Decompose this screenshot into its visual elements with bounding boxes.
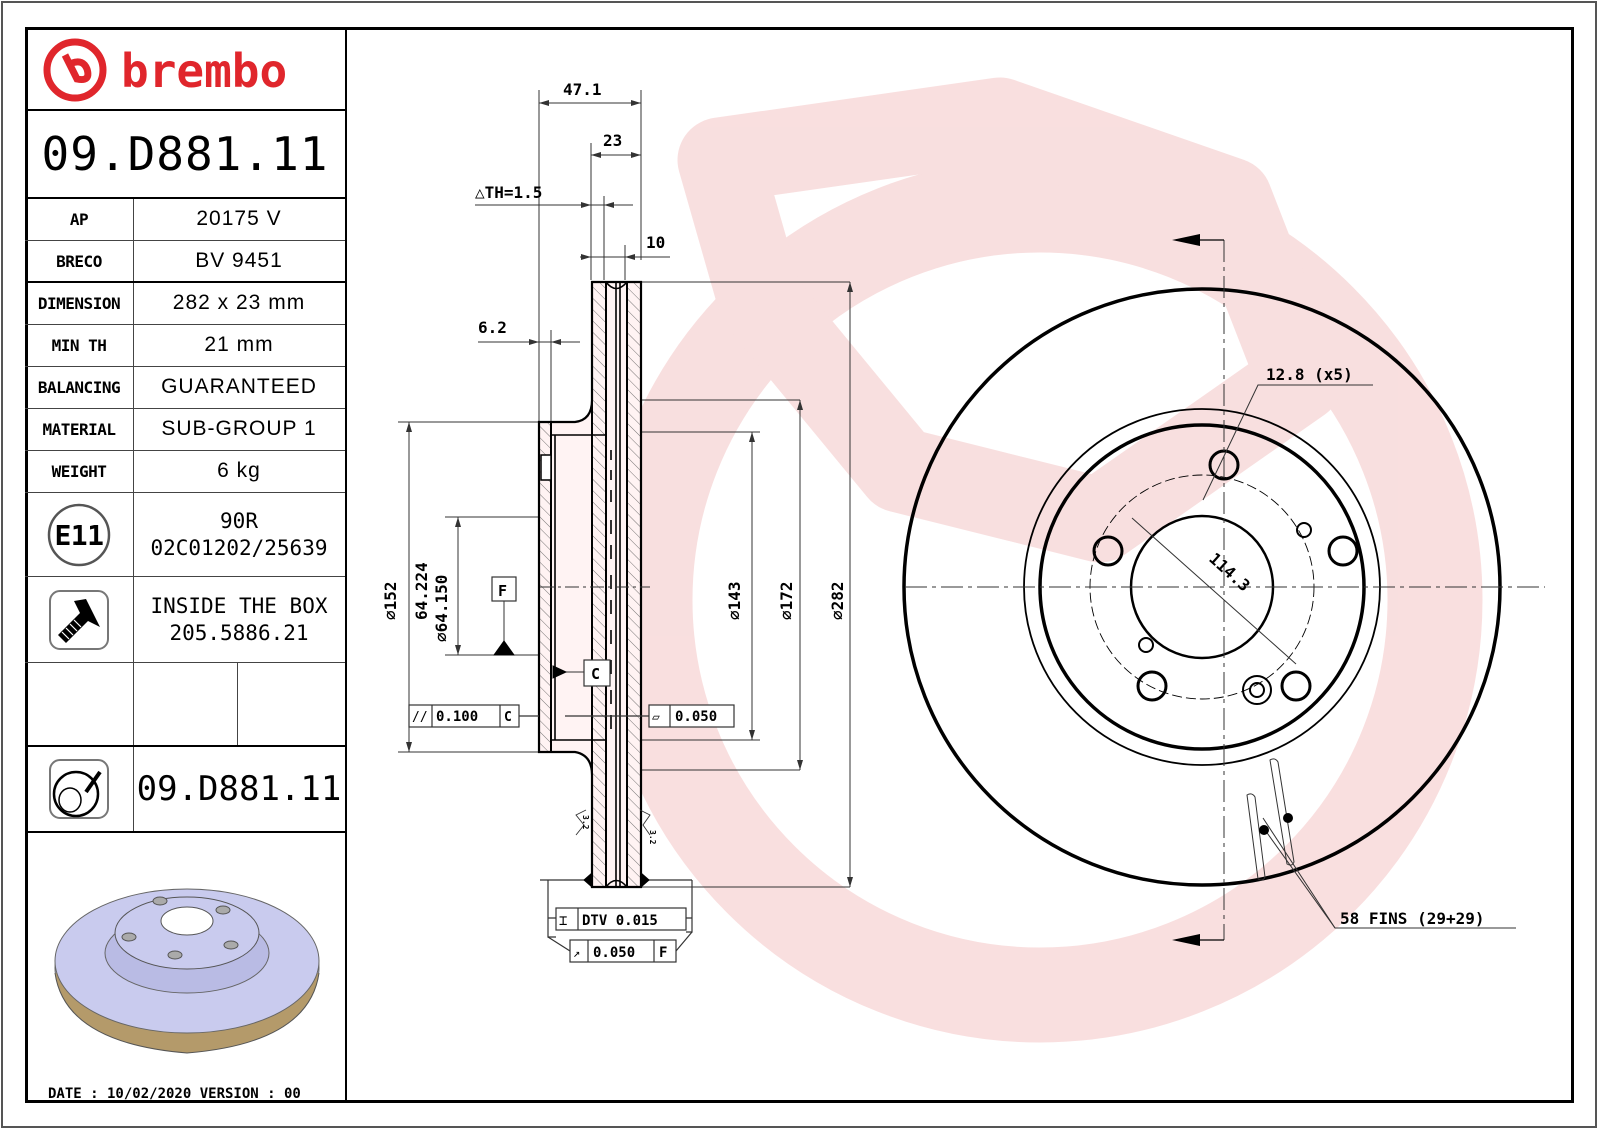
empty-cell: [25, 663, 134, 745]
svg-text:3.2: 3.2: [581, 815, 590, 830]
spec-label: DIMENSION: [25, 283, 134, 324]
brand-row: brembo: [25, 27, 345, 111]
drawing-border: [25, 27, 1574, 1103]
svg-text:0.100: 0.100: [436, 709, 478, 725]
svg-text:⌀282: ⌀282: [828, 581, 847, 620]
disc-part-number: 09.D881.11: [136, 768, 342, 809]
svg-text:DTV 0.015: DTV 0.015: [582, 913, 658, 929]
svg-text:△TH=1.5: △TH=1.5: [475, 183, 542, 202]
svg-text:64.224: 64.224: [412, 562, 431, 620]
disc-pn-row: 09.D881.11: [25, 747, 345, 833]
screws-row: INSIDE THE BOX 205.5886.21: [25, 577, 345, 663]
part-number-row: 09.D881.11: [25, 111, 345, 199]
approval-line1: 90R: [220, 509, 258, 534]
spec-value: BV 9451: [195, 248, 283, 272]
svg-text:⌀152: ⌀152: [381, 581, 400, 620]
svg-text://: //: [412, 710, 428, 725]
spec-value: 21 mm: [204, 333, 274, 357]
svg-text:E11: E11: [54, 519, 103, 552]
spec-label: AP: [25, 199, 134, 240]
svg-text:58 FINS (29+29): 58 FINS (29+29): [1340, 909, 1485, 928]
spec-value: GUARANTEED: [161, 375, 317, 399]
spec-label: MATERIAL: [25, 409, 134, 450]
svg-text:C: C: [591, 665, 600, 683]
spec-row-ap: AP 20175 V: [25, 199, 345, 241]
svg-text:12.8 (x5): 12.8 (x5): [1266, 365, 1353, 384]
section-dimension-labels: 47.1 23 △TH=1.5 10 6.2 ⌀152 64.224 ⌀64.1…: [381, 80, 847, 961]
svg-text:47.1: 47.1: [563, 80, 602, 99]
brake-disc-icon: [49, 759, 109, 819]
approval-icon-cell: E11: [25, 493, 134, 576]
screws-line2: 205.5886.21: [169, 620, 309, 645]
screws-line1: INSIDE THE BOX: [150, 594, 328, 619]
screws-text: INSIDE THE BOX 205.5886.21: [133, 577, 345, 662]
svg-text:⌀172: ⌀172: [777, 581, 796, 620]
screw-icon: [49, 589, 109, 650]
svg-text:3.2: 3.2: [648, 830, 657, 845]
spec-label: MIN TH: [25, 325, 134, 366]
spec-value: 6 kg: [217, 459, 261, 483]
svg-text:F: F: [498, 582, 507, 600]
spec-row-material: MATERIAL SUB-GROUP 1: [25, 409, 345, 451]
front-view: [902, 234, 1545, 946]
spec-row-balancing: BALANCING GUARANTEED: [25, 367, 345, 409]
spec-value: 20175 V: [196, 207, 282, 231]
spec-label: WEIGHT: [25, 451, 134, 492]
approval-row: E11 90R 02C01202/25639: [25, 493, 345, 577]
svg-text:C: C: [504, 710, 512, 725]
spec-row-min-th: MIN TH 21 mm: [25, 325, 345, 367]
spec-value: SUB-GROUP 1: [161, 417, 317, 441]
title-block: brembo 09.D881.11 AP 20175 V BRECO BV 94…: [25, 27, 347, 1103]
e11-approval-icon: E11: [47, 503, 111, 566]
section-view: [398, 90, 853, 963]
svg-text:23: 23: [603, 131, 622, 150]
svg-text:10: 10: [646, 233, 665, 252]
svg-text:F: F: [659, 945, 667, 961]
empty-row: [25, 663, 345, 747]
part-number: 09.D881.11: [41, 127, 329, 181]
spec-label: BRECO: [25, 241, 134, 281]
empty-cell-divider: [237, 663, 238, 745]
svg-text:▱: ▱: [652, 710, 660, 725]
spec-label: BALANCING: [25, 367, 134, 408]
screw-icon-cell: [25, 577, 134, 662]
spec-row-breco: BRECO BV 9451: [25, 241, 345, 283]
svg-text:6.2: 6.2: [478, 318, 507, 337]
svg-text:brembo: brembo: [121, 44, 287, 98]
brembo-watermark-icon: [597, 77, 1483, 1043]
svg-text:⌀64.150: ⌀64.150: [432, 575, 451, 642]
spec-row-weight: WEIGHT 6 kg: [25, 451, 345, 493]
disc-render: [25, 833, 345, 1103]
approval-line2: 02C01202/25639: [150, 535, 328, 560]
disc-3d-image: [54, 888, 320, 1054]
brembo-logo: brembo: [43, 38, 287, 102]
svg-text:↗: ↗: [573, 946, 580, 960]
svg-text:⌀143: ⌀143: [725, 581, 744, 620]
svg-text:⌶: ⌶: [559, 913, 567, 929]
footer-date-version: DATE : 10/02/2020 VERSION : 00: [48, 1086, 301, 1102]
spec-row-dimension: DIMENSION 282 x 23 mm: [25, 283, 345, 325]
approval-text: 90R 02C01202/25639: [133, 493, 345, 576]
svg-text:0.050: 0.050: [593, 945, 635, 961]
svg-text:0.050: 0.050: [675, 709, 717, 725]
disc-icon-cell: [25, 747, 134, 831]
spec-value: 282 x 23 mm: [172, 291, 306, 315]
brembo-logo-icon: [43, 38, 107, 102]
